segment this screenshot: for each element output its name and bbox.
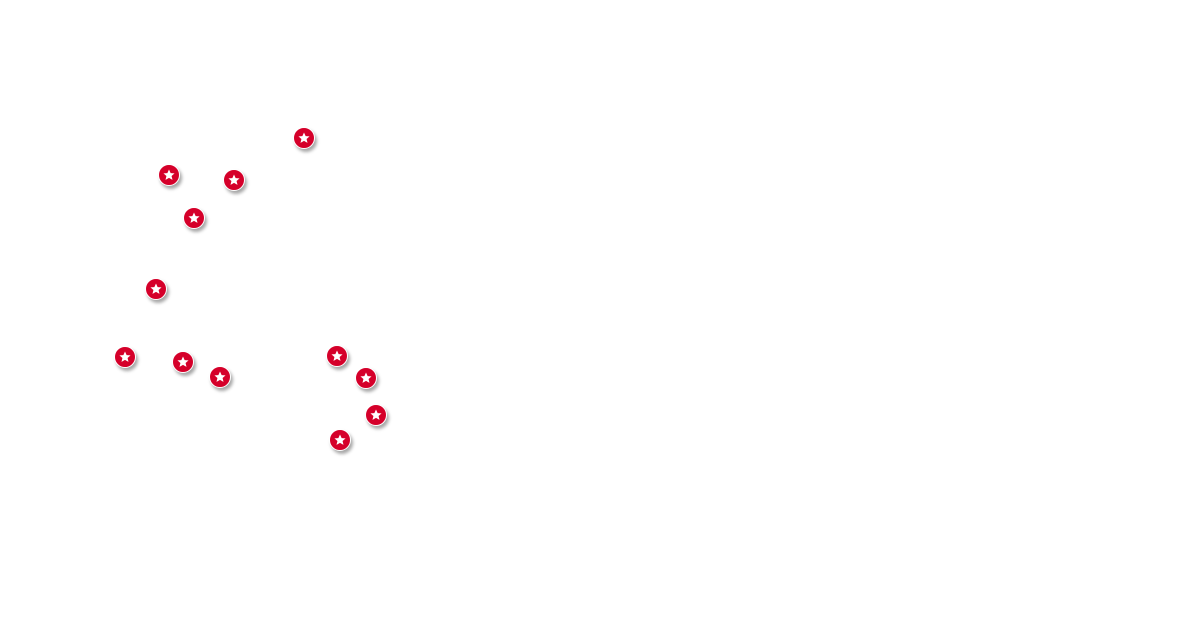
star-icon <box>370 409 382 420</box>
map-marker[interactable] <box>158 164 180 186</box>
map-marker[interactable] <box>326 345 348 367</box>
map-marker[interactable] <box>172 351 194 373</box>
map-marker[interactable] <box>145 278 167 300</box>
map-marker[interactable] <box>223 169 245 191</box>
map-marker[interactable] <box>355 367 377 389</box>
star-icon <box>334 434 346 445</box>
star-icon <box>214 371 226 382</box>
star-icon <box>360 372 372 383</box>
map-marker[interactable] <box>209 366 231 388</box>
map-marker[interactable] <box>365 404 387 426</box>
map-marker[interactable] <box>183 207 205 229</box>
star-icon <box>150 283 162 294</box>
map-marker[interactable] <box>293 127 315 149</box>
map-marker[interactable] <box>329 429 351 451</box>
star-icon <box>188 212 200 223</box>
star-icon <box>119 351 131 362</box>
star-icon <box>331 350 343 361</box>
star-icon <box>163 169 175 180</box>
star-icon <box>228 174 240 185</box>
star-icon <box>298 132 310 143</box>
map-marker[interactable] <box>114 346 136 368</box>
star-icon <box>177 356 189 367</box>
